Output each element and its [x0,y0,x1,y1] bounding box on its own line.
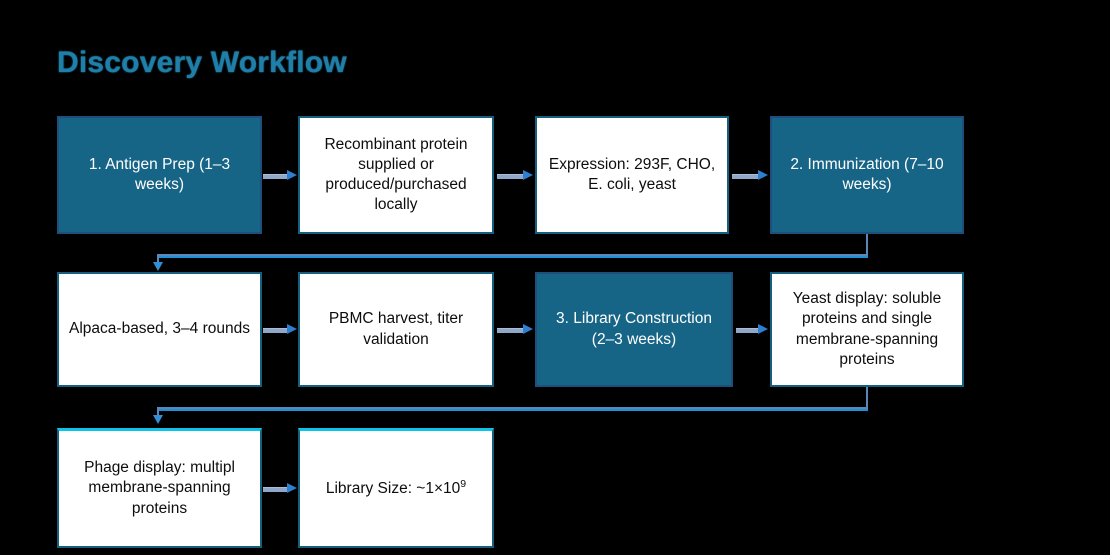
arrow-head-icon [287,170,297,180]
arrow-shaft [263,487,288,492]
arrow-head-icon [758,170,768,180]
arrow-shaft [263,328,288,333]
node-label-superscript: 9 [460,477,467,490]
node-phage-display[interactable]: Phage display: multipl membrane-spanning… [57,428,262,548]
connector-segment-horizontal [157,407,868,409]
node-pbmc-harvest[interactable]: PBMC harvest, titer validation [298,272,494,387]
arrow-shaft [497,328,524,333]
node-label: Alpaca-based, 3–4 rounds [69,320,250,338]
node-label: 2. Immunization (7–10 weeks) [790,155,944,193]
arrow-antigen-to-recombinant [263,170,297,180]
node-recombinant-protein[interactable]: Recombinant protein supplied or produced… [298,116,494,234]
connector-arrow-head-icon [153,415,163,424]
connector-segment-vertical-right [866,387,868,408]
node-label: 3. Library Construction (2–3 weeks) [556,310,712,348]
node-alpaca-based[interactable]: Alpaca-based, 3–4 rounds [57,272,262,387]
arrow-alpaca-to-pbmc [263,324,297,334]
connector-segment-horizontal [157,254,868,256]
node-label: PBMC harvest, titer validation [328,310,464,348]
arrow-head-icon [287,483,297,493]
connector-segment-vertical-right [866,234,868,255]
arrow-shaft [497,174,524,179]
node-library-size[interactable]: Library Size: ~1×109 [298,428,494,548]
node-label: 1. Antigen Prep (1–3 weeks) [88,155,231,193]
node-antigen-prep[interactable]: 1. Antigen Prep (1–3 weeks) [57,116,262,234]
connector-segment-horizontal-glow [157,256,868,258]
arrow-recombinant-to-expression [497,170,533,180]
connector-segment-horizontal-glow [157,409,868,411]
arrow-head-icon [523,324,533,334]
arrow-shaft [736,328,759,333]
node-library-construction[interactable]: 3. Library Construction (2–3 weeks) [535,272,733,387]
arrow-head-icon [758,324,768,334]
arrow-phage-to-library-size [263,483,297,493]
node-label: Yeast display: soluble proteins and sing… [792,290,942,368]
arrow-library-construction-to-yeast [736,324,768,334]
node-label-text: Library Size: ~1×10 [325,480,461,497]
node-label: Library Size: ~1×109 [308,478,484,499]
arrow-head-icon [287,324,297,334]
connector-segment-vertical-left [157,407,159,421]
node-label: Phage display: multipl membrane-spanning… [84,459,235,517]
arrow-pbmc-to-library-construction [497,324,533,334]
node-expression[interactable]: Expression: 293F, CHO, E. coli, yeast [535,116,729,234]
arrow-expression-to-immunization [732,170,768,180]
node-immunization[interactable]: 2. Immunization (7–10 weeks) [770,116,964,234]
arrow-shaft [263,174,288,179]
arrow-head-icon [523,170,533,180]
node-label: Recombinant protein supplied or produced… [324,135,468,214]
node-label: Expression: 293F, CHO, E. coli, yeast [548,155,716,193]
connector-segment-vertical-left [157,254,159,268]
arrow-shaft [732,174,759,179]
node-yeast-display[interactable]: Yeast display: soluble proteins and sing… [770,272,964,387]
connector-arrow-head-icon [153,262,163,271]
page-title: Discovery Workflow [57,46,347,79]
